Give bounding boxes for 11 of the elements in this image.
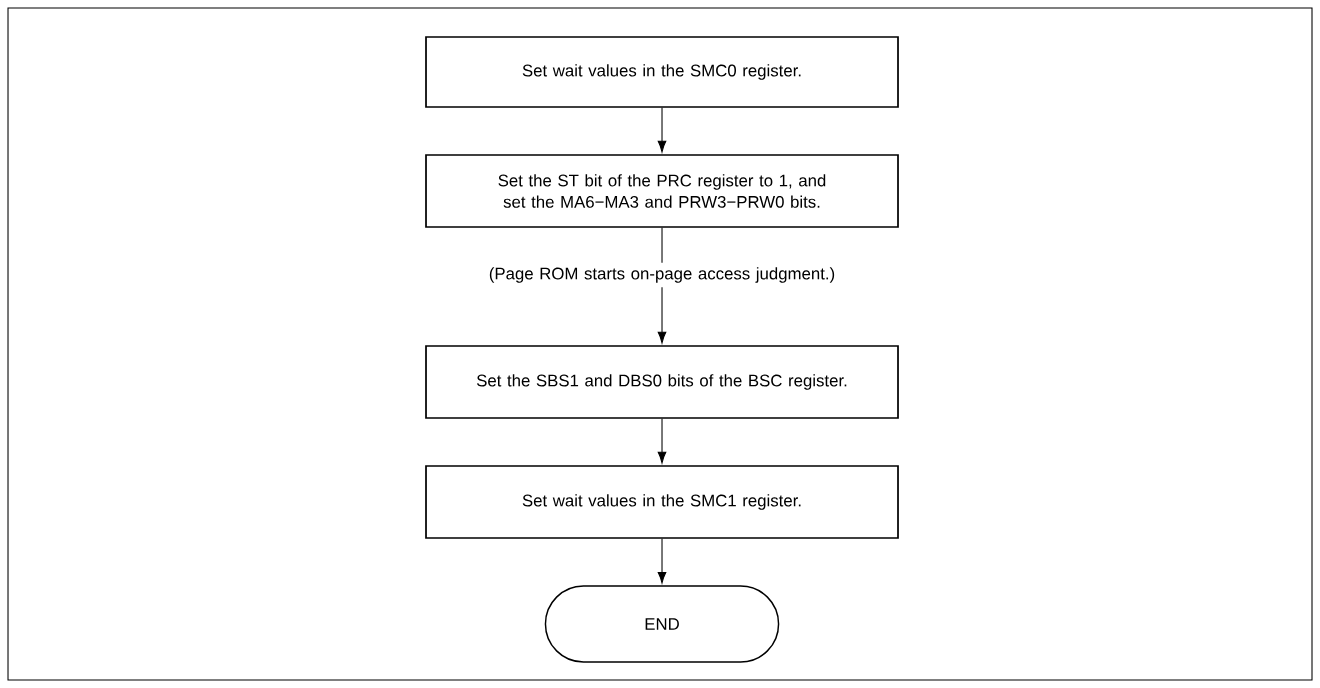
annotation-text: (Page ROM starts on-page access judgment.) bbox=[489, 267, 835, 283]
process-box: Set the ST bit of the PRC register to 1, and set the MA6−MA3 and PRW3−PRW0 bits. bbox=[425, 154, 899, 228]
process-box: Set wait values in the SMC1 register. bbox=[425, 465, 899, 539]
arrow bbox=[657, 538, 667, 584]
terminal-stadium: END bbox=[544, 585, 780, 663]
arrow bbox=[657, 107, 667, 153]
process-box: Set wait values in the SMC0 register. bbox=[425, 36, 899, 108]
process-box: Set the SBS1 and DBS0 bits of the BSC register. bbox=[425, 345, 899, 419]
connector-line bbox=[661, 227, 663, 264]
arrow bbox=[657, 418, 667, 464]
arrow bbox=[657, 286, 667, 344]
